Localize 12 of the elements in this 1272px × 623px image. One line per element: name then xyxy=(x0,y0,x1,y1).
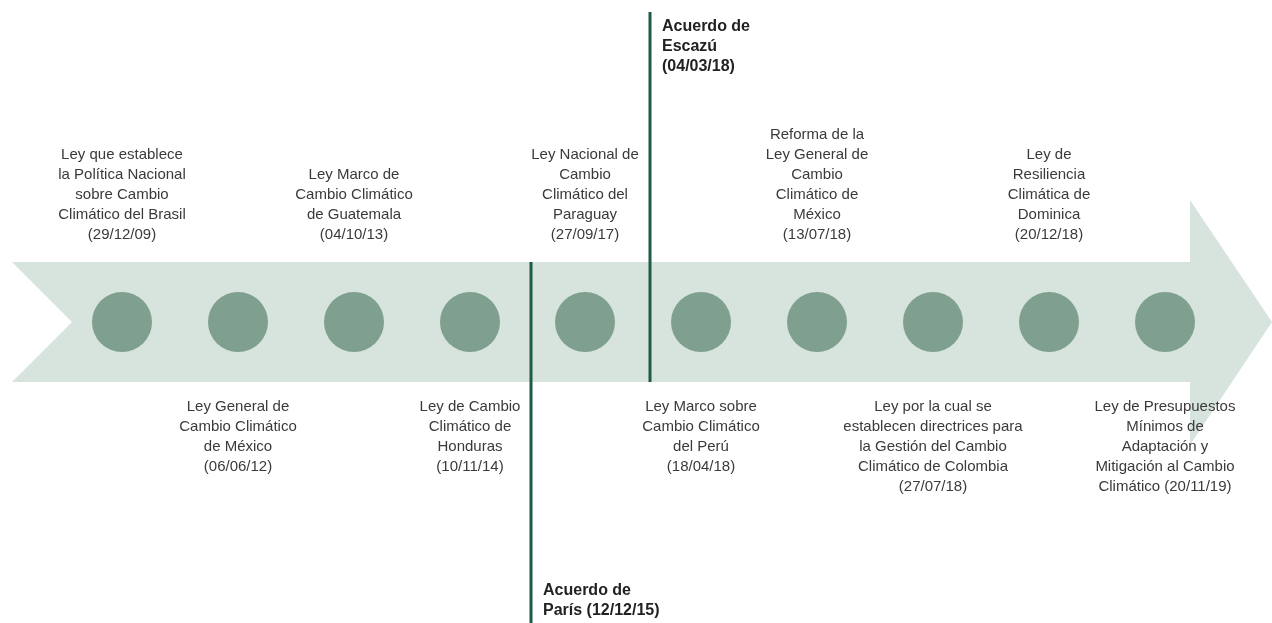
event-text: Ley de Cambio Climático de Honduras (10/11/14) xyxy=(418,396,522,476)
event-text: Ley de Resiliencia Climática de Dominica (20/12/18) xyxy=(1006,144,1092,244)
event-text: Ley por la cual se establecen directrices para la Gestión del Cambio Climático de Colombia (27/07/18) xyxy=(843,396,1023,496)
event-text: Ley que establece la Política Nacional sobre Cambio Climático del Brasil (29/12/09) xyxy=(57,144,187,244)
event-text: Ley Marco de Cambio Climático de Guatemala (04/10/13) xyxy=(294,164,414,244)
event-text: Ley Marco sobre Cambio Climático del Perú (18/04/18) xyxy=(641,396,761,476)
event-text: Ley Nacional de Cambio Climático del Paraguay (27/09/17) xyxy=(530,144,640,244)
event-text: Ley General de Cambio Climático de México (06/06/12) xyxy=(178,396,298,476)
event-text: Reforma de la Ley General de Cambio Climático de México (13/07/18) xyxy=(764,124,870,244)
milestone-label: Acuerdo de París (12/12/15) xyxy=(543,580,661,620)
milestone-label: Acuerdo de Escazú (04/03/18) xyxy=(662,16,751,76)
event-text: Ley de Presupuestos Mínimos de Adaptación y Mitigación al Cambio Climático (20/11/19) xyxy=(1093,396,1237,496)
